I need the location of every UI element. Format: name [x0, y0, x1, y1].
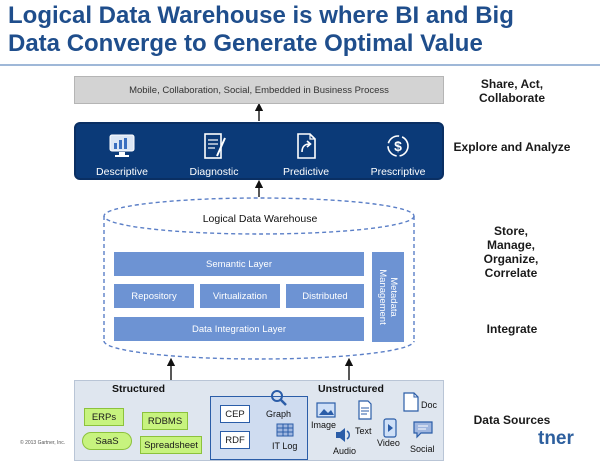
svg-text:$: $ [394, 138, 402, 154]
video-phone-icon [383, 418, 397, 438]
distributed-box: Distributed [286, 284, 364, 308]
audio-label: Audio [333, 446, 357, 456]
structured-heading: Structured [112, 383, 166, 395]
server-grid-icon [276, 423, 294, 437]
rdbms-tag: RDBMS [142, 412, 188, 430]
monitor-chart-icon [109, 134, 135, 157]
dollar-cycle-icon: $ [387, 135, 409, 157]
title-line-2: Data Converge to Generate Optimal Value [8, 30, 483, 57]
video-label: Video [377, 438, 400, 448]
erps-tag: ERPs [84, 408, 124, 426]
semantic-layer: Semantic Layer [114, 252, 364, 276]
analytics-prescriptive[interactable]: $ Prescriptive [352, 124, 444, 182]
analytics-bar: Descriptive Diagnostic Predictive $ Pres… [74, 122, 444, 180]
title-divider [0, 64, 600, 66]
cep-tag: CEP [220, 405, 250, 423]
label-data-sources: Data Sources [473, 413, 551, 427]
analytics-diagnostic[interactable]: Diagnostic [168, 124, 260, 182]
image-icon [316, 402, 336, 418]
ldw-title: Logical Data Warehouse [202, 213, 318, 225]
data-integration-layer: Data Integration Layer [114, 317, 364, 341]
spreadsheet-tag: Spreadsheet [140, 436, 202, 454]
social-label: Social [410, 444, 435, 454]
doc-label: Doc [421, 400, 438, 410]
title-line-1: Logical Data Warehouse is where BI and B… [8, 2, 514, 29]
text-label: Text [355, 426, 372, 436]
image-label: Image [311, 420, 337, 430]
label-store-manage: Store, Manage, Organize, Correlate [483, 224, 539, 280]
chat-bubble-icon [413, 421, 433, 439]
itlog-label: IT Log [272, 441, 298, 451]
magnifier-icon [271, 390, 287, 406]
copyright-footer: © 2013 Gartner, Inc. [20, 440, 66, 446]
saas-cloud-tag: SaaS [82, 432, 132, 450]
document-arrow-icon [297, 133, 316, 159]
analytics-label: Diagnostic [189, 166, 239, 178]
speaker-icon [336, 428, 350, 442]
doc-icon [403, 392, 419, 412]
label-share-act: Share, Act, Collaborate [478, 77, 545, 105]
gartner-logo: tner [538, 428, 574, 449]
business-process-bar: Mobile, Collaboration, Social, Embedded … [74, 76, 444, 104]
ldw-cylinder [103, 197, 415, 360]
rdf-tag: RDF [220, 431, 250, 449]
unstructured-heading: Unstructured [318, 383, 384, 395]
analytics-predictive[interactable]: Predictive [260, 124, 352, 182]
page-title: Logical Data Warehouse is where BI and B… [8, 2, 598, 58]
analytics-descriptive[interactable]: Descriptive [76, 124, 168, 182]
analytics-label: Prescriptive [370, 166, 426, 178]
virtualization-box: Virtualization [200, 284, 280, 308]
repository-box: Repository [114, 284, 194, 308]
graph-label: Graph [266, 409, 292, 419]
analytics-label: Predictive [282, 166, 330, 178]
metadata-management-box: Metadata Management [372, 252, 404, 342]
analytics-label: Descriptive [96, 166, 148, 178]
label-explore-analyze: Explore and Analyze [453, 140, 571, 154]
metadata-label: Metadata Management [377, 269, 399, 325]
text-document-icon [358, 400, 372, 420]
label-integrate: Integrate [486, 322, 538, 336]
clipboard-pencil-icon [204, 133, 226, 159]
